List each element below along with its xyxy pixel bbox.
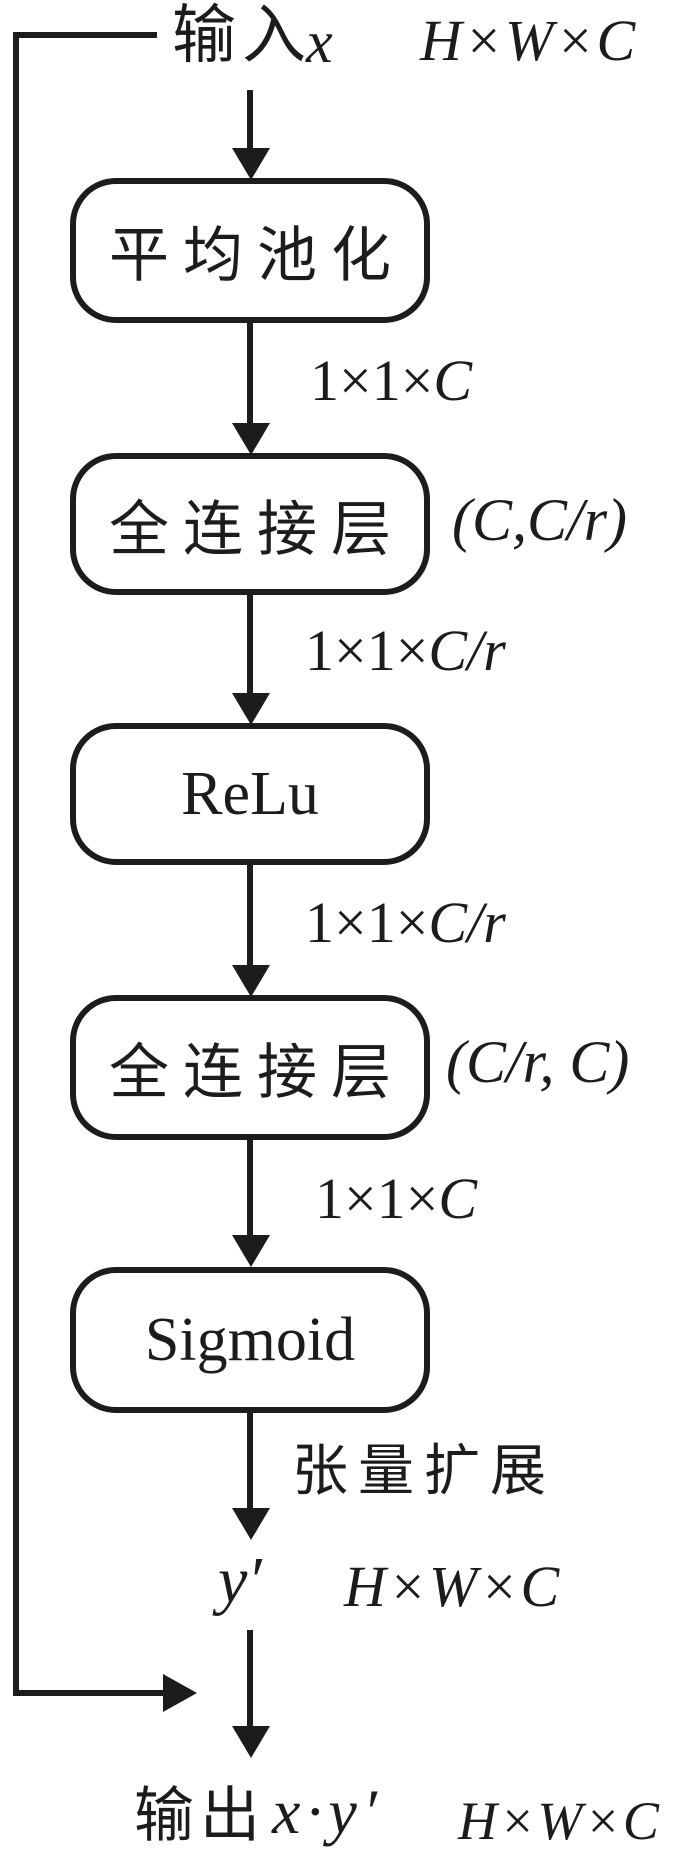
edge-label-2-prefix: 1×1× xyxy=(305,618,429,683)
fc1-box: 全连接层 xyxy=(70,453,430,595)
skip-connection-left-line xyxy=(13,32,19,1696)
edge-label-4: 1×1×C xyxy=(315,1170,477,1228)
relu-label: ReLu xyxy=(181,759,319,828)
skip-connection-top-line xyxy=(13,32,157,38)
fc2-box: 全连接层 xyxy=(70,995,430,1140)
arrow-head-2-icon xyxy=(232,423,270,455)
edge-label-4-prefix: 1×1× xyxy=(315,1166,439,1231)
output-label: 输出 xyxy=(134,1783,266,1849)
edge-label-2-variable: C/r xyxy=(428,618,506,683)
sigmoid-label: Sigmoid xyxy=(144,1305,356,1374)
arrow-head-3-icon xyxy=(232,693,270,725)
skip-connection-bottom-line xyxy=(13,1690,165,1696)
edge-label-1-prefix: 1×1× xyxy=(310,348,434,413)
avg-pool-label: 平均池化 xyxy=(109,223,405,289)
edge-label-2: 1×1×C/r xyxy=(305,622,506,680)
arrow-line-2 xyxy=(247,323,253,425)
relu-box: ReLu xyxy=(70,723,430,865)
edge-label-1-variable: C xyxy=(433,348,473,413)
input-dimension: H×W×C xyxy=(420,8,638,73)
arrow-line-4 xyxy=(247,865,253,967)
arrow-line-6 xyxy=(247,1413,253,1512)
intermediate-variable: y′ xyxy=(218,1544,262,1617)
arrow-head-5-icon xyxy=(232,1235,270,1267)
input-variable: x xyxy=(306,9,333,75)
input-label: 输入 xyxy=(172,0,312,71)
intermediate-dimension: H×W×C xyxy=(344,1554,562,1619)
output-variable: x·y′ xyxy=(272,1776,383,1847)
fc1-label: 全连接层 xyxy=(109,496,405,563)
arrow-head-4-icon xyxy=(232,965,270,997)
edge-label-1: 1×1×C xyxy=(310,352,472,410)
arrow-head-6-icon xyxy=(232,1508,270,1540)
arrow-line-3 xyxy=(247,595,253,695)
arrow-line-7 xyxy=(247,1630,253,1730)
arrow-head-1-icon xyxy=(232,148,270,180)
sigmoid-box: Sigmoid xyxy=(70,1267,430,1413)
arrow-head-7-icon xyxy=(232,1726,270,1758)
tensor-expansion-label: 张量扩展 xyxy=(292,1441,556,1503)
fc1-shape-label: (C,C/r) xyxy=(452,487,628,553)
fc2-label: 全连接层 xyxy=(109,1040,405,1106)
avg-pool-box: 平均池化 xyxy=(70,178,430,323)
edge-label-4-variable: C xyxy=(438,1166,478,1231)
edge-label-3-variable: C/r xyxy=(428,890,506,955)
arrow-line-5 xyxy=(247,1140,253,1239)
edge-label-3: 1×1×C/r xyxy=(305,894,506,952)
output-dimension: H×W×C xyxy=(458,1791,661,1851)
skip-connection-arrowhead-icon xyxy=(163,1674,197,1712)
edge-label-3-prefix: 1×1× xyxy=(305,890,429,955)
arrow-line-1 xyxy=(247,90,253,152)
fc2-shape-label: (C/r, C) xyxy=(446,1029,630,1095)
